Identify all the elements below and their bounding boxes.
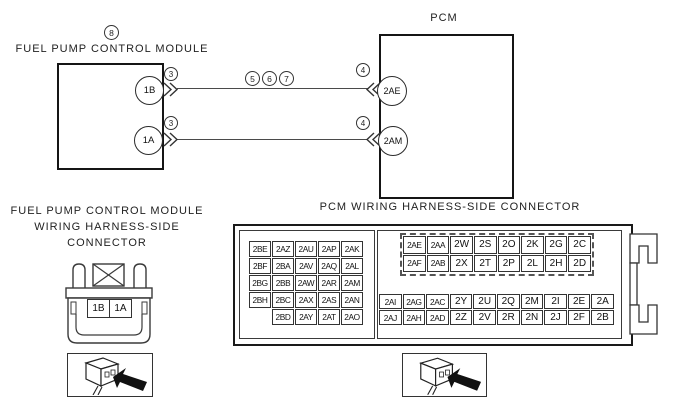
pin-cell-2BH: 2BH: [249, 292, 271, 308]
callout-4-bottom: 4: [356, 116, 370, 130]
terminal-1b: 1B: [87, 299, 110, 318]
pin-cell-2D: 2D: [568, 254, 591, 272]
pin-cell-2S: 2S: [473, 236, 497, 254]
pin-cell-2AV: 2AV: [295, 258, 317, 274]
pin-cell-2AB: 2AB: [426, 254, 450, 272]
connector-lock-tabs: [629, 233, 658, 335]
pin-2am: 2AM: [378, 126, 408, 156]
pin-cell-2AH: 2AH: [402, 310, 426, 325]
fpcm-title: FUEL PUMP CONTROL MODULE: [15, 43, 209, 55]
wire-top: [177, 88, 368, 90]
pin-cell-2G: 2G: [544, 236, 568, 254]
pin-cell-2X: 2X: [450, 254, 473, 272]
pin-cell-2AD: 2AD: [426, 310, 449, 325]
pin-cell-2BE: 2BE: [249, 241, 271, 257]
pin-cell-2AE: 2AE: [403, 236, 426, 254]
pin-cell-2C: 2C: [568, 236, 591, 254]
pin-cell-2K: 2K: [521, 236, 544, 254]
pin-cell-2AI: 2AI: [379, 294, 402, 309]
pin-cell-2AZ: 2AZ: [272, 241, 294, 257]
chevron-left-icon: [365, 132, 381, 147]
pin-cell-2N: 2N: [520, 310, 544, 325]
connector-insert-icon: [84, 357, 147, 396]
pin-cell-2Y: 2Y: [449, 294, 473, 309]
pin-cell-2AJ: 2AJ: [379, 310, 402, 325]
pin-cell-2BB: 2BB: [272, 275, 294, 291]
pin-cell-2AP: 2AP: [318, 241, 340, 257]
connector-insert-icon: [418, 357, 482, 396]
pin-cell-2O: 2O: [497, 236, 521, 254]
pin-cell-2H: 2H: [544, 254, 568, 272]
pcm-box: [379, 34, 514, 199]
pin-cell-2AO: 2AO: [341, 309, 363, 325]
pin-cell-2AW: 2AW: [295, 275, 317, 291]
pin-cell-2Q: 2Q: [497, 294, 520, 309]
fpcm-connector-title: FUEL PUMP CONTROL MODULE WIRING HARNESS-…: [10, 203, 204, 251]
connector-insert-icon-box: [402, 353, 487, 397]
pin-cell-2AL: 2AL: [341, 258, 363, 274]
pin-cell-2AC: 2AC: [426, 294, 449, 309]
callout-3-bottom: 3: [164, 116, 178, 130]
pin-cell-2I: 2I: [544, 294, 567, 309]
callout-6: 6: [262, 71, 277, 86]
pcm-title: PCM: [430, 12, 458, 24]
pin-cell-2R: 2R: [497, 310, 520, 325]
connector-insert-icon-box: [67, 353, 153, 397]
pin-cell-2Z: 2Z: [449, 310, 473, 325]
pin-cell-2AM: 2AM: [341, 275, 363, 291]
pin-cell-2J: 2J: [544, 310, 567, 325]
fpcm-connector-title-line3: CONNECTOR: [67, 237, 147, 249]
terminal-1a: 1A: [109, 299, 132, 318]
pin-cell-2V: 2V: [473, 310, 496, 325]
pin-cell-2B: 2B: [591, 310, 614, 325]
pin-1a: 1A: [134, 126, 163, 155]
pin-cell-2AA: 2AA: [426, 236, 450, 254]
pin-1b: 1B: [135, 76, 164, 105]
pin-cell-2AS: 2AS: [318, 292, 340, 308]
callout-4-top: 4: [356, 63, 370, 77]
pin-cell-2F: 2F: [567, 310, 591, 325]
wire-bottom: [177, 139, 368, 141]
pin-cell-2L: 2L: [521, 254, 544, 272]
pin-cell-2P: 2P: [497, 254, 521, 272]
pin-cell-2M: 2M: [520, 294, 544, 309]
pin-cell-2AR: 2AR: [318, 275, 340, 291]
pin-cell-2E: 2E: [567, 294, 591, 309]
callout-5: 5: [245, 71, 260, 86]
pcm-connector-title: PCM WIRING HARNESS-SIDE CONNECTOR: [319, 201, 581, 213]
chevron-right-icon: [163, 82, 179, 97]
pin-2ae: 2AE: [377, 76, 407, 106]
fpcm-connector-title-line2: WIRING HARNESS-SIDE: [34, 221, 180, 233]
pin-cell-2AF: 2AF: [403, 254, 426, 272]
callout-3-top: 3: [164, 67, 178, 81]
pin-cell-2U: 2U: [473, 294, 496, 309]
fpcm-connector-title-line1: FUEL PUMP CONTROL MODULE: [10, 205, 204, 217]
pin-cell-2T: 2T: [473, 254, 497, 272]
pin-cell-2BF: 2BF: [249, 258, 271, 274]
pin-cell-2BD: 2BD: [272, 309, 294, 325]
pin-cell-2W: 2W: [450, 236, 473, 254]
pin-cell-2AQ: 2AQ: [318, 258, 340, 274]
chevron-right-icon: [163, 132, 179, 147]
pin-cell-2AN: 2AN: [341, 292, 363, 308]
callout-8: 8: [104, 25, 119, 40]
pin-cell-2BG: 2BG: [249, 275, 271, 291]
pin-cell-2BA: 2BA: [272, 258, 294, 274]
pin-cell-2BC: 2BC: [272, 292, 294, 308]
pin-cell-2AT: 2AT: [318, 309, 340, 325]
pin-cell-2AK: 2AK: [341, 241, 363, 257]
pin-cell-2AY: 2AY: [295, 309, 317, 325]
pin-cell-2AU: 2AU: [295, 241, 317, 257]
pin-cell-2A: 2A: [591, 294, 614, 309]
pin-cell-2AX: 2AX: [295, 292, 317, 308]
callout-7: 7: [279, 71, 294, 86]
pin-cell-2AG: 2AG: [402, 294, 426, 309]
